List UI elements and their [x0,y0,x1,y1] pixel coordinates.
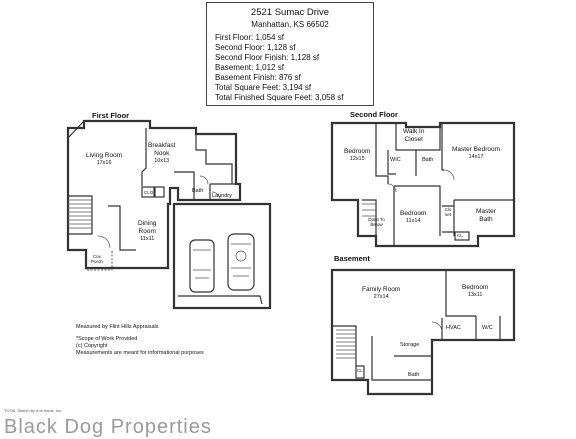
info-total-sf: Total Square Feet: 3,194 sf [215,83,312,92]
address: 2521 Sumac Drive [250,7,330,18]
master-bath-name: Bath [479,215,493,223]
master-name: Master [476,208,496,215]
living-room-label: Living Room 17x16 [86,152,122,166]
open-to-name: Open To [368,217,385,222]
living-room-dim: 17x16 [96,159,112,166]
bsmt-wc-label: W/C [482,325,493,331]
porch-name: Porch [91,259,103,265]
second-floor-walls [330,121,516,248]
hvac-label: HVAC [446,325,461,331]
info-basement-finish: Basement Finish: 876 sf [215,73,301,82]
sf-cl-label: CL [457,233,463,238]
measurements-note: Measurements are meant for informational… [76,350,204,356]
laundry-label: Laundry [212,193,232,199]
city-state-zip: Manhattan, KS 66502 [251,20,329,29]
copyright-note: (c) Copyright [76,343,108,349]
family-room-name: Family Room [362,286,401,293]
property-info-box: 2521 Sumac Drive Manhattan, KS 66502 Fir… [206,2,374,106]
cov-name: Cov [92,254,101,259]
second-floor-title: Second Floor [350,110,398,119]
master-bedroom-label: Master Bedroom 14x17 [452,146,500,160]
dining-room-label: Dining Room 11x11 [138,220,156,242]
info-total-finished-sf: Total Finished Square Feet: 3,058 sf [215,93,344,102]
info-second-floor: Second Floor: 1,128 sf [215,43,296,52]
closet-name: Closet [404,135,423,143]
master-bath-label: Master Bath [476,208,496,224]
sf-bedroom2-label: Bedroom 11x14 [400,210,426,224]
bsmt-bath-label: Bath [408,372,420,378]
open-to-below-label: Open To Below [368,217,385,228]
clo-label: CLO [144,190,154,195]
bsmt-bedroom-label: Bedroom 13x11 [462,284,488,298]
sf-wic-label: WIC [390,157,401,163]
info-second-floor-finish: Second Floor Finish: 1,128 sf [215,53,320,62]
family-room-dim: 27x14 [373,293,389,300]
sf-closet-vertical-label: Closet [444,207,452,217]
master-bedroom-dim: 14x17 [468,153,484,160]
dining-room-name: Room [138,227,156,235]
walk-in-closet-label: Walk In Closet [403,128,424,144]
sketch-credit: TOTAL Sketch by a la mode, inc. [4,408,63,413]
first-floor-title: First Floor [92,111,130,120]
dining-name: Dining [138,220,157,227]
ff-bath-label: Bath [192,188,204,194]
breakfast-nook-label: Breakfast Nook 10x13 [148,142,175,164]
master-bedroom-name: Master Bedroom [452,146,501,153]
sf-bedroom1-name: Bedroom [344,148,371,155]
dining-dim: 11x11 [140,235,155,242]
bsmt-bedroom-name: Bedroom [462,284,489,291]
garage [172,202,272,310]
basement-title: Basement [334,254,370,263]
living-room-name: Living Room [86,152,123,159]
breakfast-name: Breakfast [148,142,176,149]
basement-walls [330,268,516,396]
walk-in-name: Walk In [403,128,425,135]
measured-by-note: Measured by Flint Hills Appraisals [76,324,159,330]
bsmt-cl-label: CL [357,368,363,373]
info-basement: Basement: 1,012 sf [215,63,284,72]
sf-bedroom1-label: Bedroom 12x15 [344,148,370,162]
sf-bath-label: Bath [422,157,434,163]
nook-name: Nook [154,149,170,157]
first-floor-walls [66,119,242,271]
watermark-text: Black Dog Properties [4,416,212,438]
sf-bedroom2-dim: 11x14 [405,217,421,224]
storage-label: Storage [400,342,420,348]
below-name: Below [370,222,383,228]
info-first-floor: First Floor: 1,054 sf [215,33,284,42]
cov-porch-label: Cov Porch [91,254,103,265]
sf-bedroom1-dim: 12x15 [349,155,365,162]
nook-dim: 10x13 [154,157,170,164]
sf-bedroom2-name: Bedroom [400,210,427,217]
bsmt-bedroom-dim: 13x11 [467,291,483,298]
scope-note: *Scope of Work Provided [76,336,138,342]
family-room-label: Family Room 27x14 [362,286,400,300]
